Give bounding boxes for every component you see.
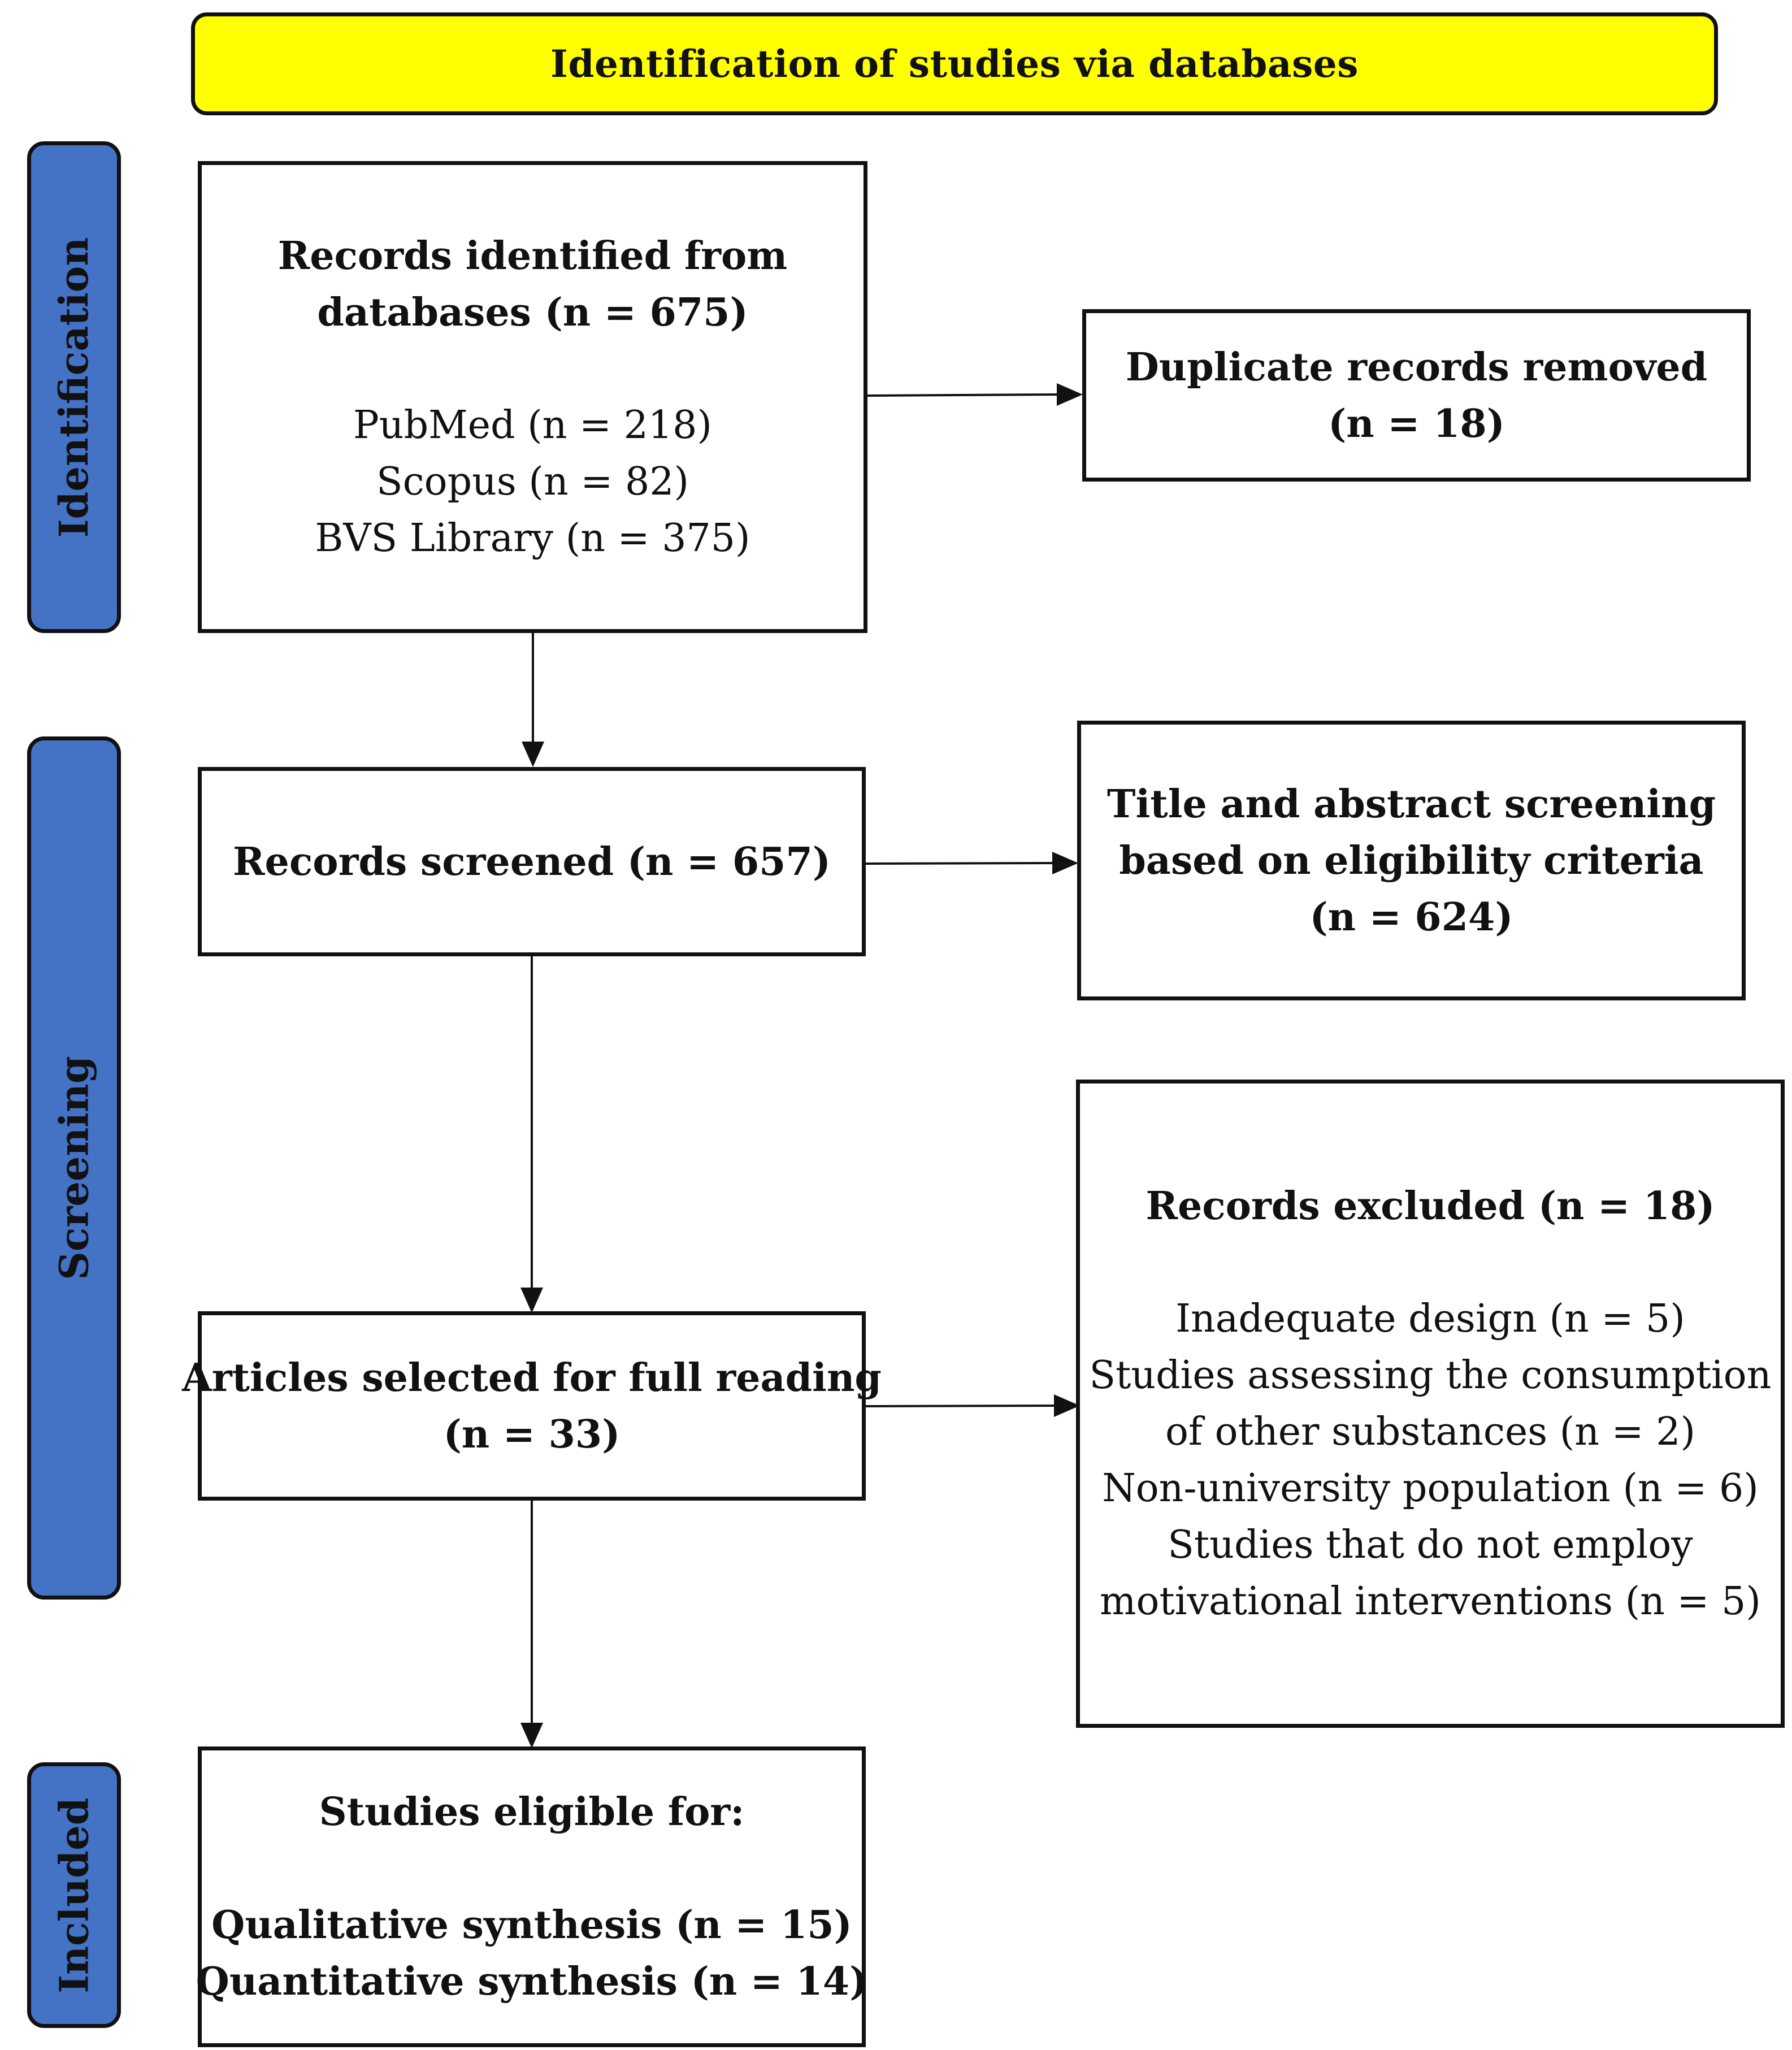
arrowhead-eligible bbox=[520, 1723, 543, 1748]
title-abstract-box: Title and abstract screening based on el… bbox=[1077, 721, 1746, 1000]
arrowhead-excluded bbox=[1054, 1394, 1080, 1417]
arrowhead-duplicates bbox=[1057, 383, 1083, 406]
phase-included-label: Included bbox=[50, 1797, 98, 1993]
source-bvs: BVS Library (n = 375) bbox=[315, 515, 750, 561]
studies-eligible-box: Studies eligible for: Qualitative synthe… bbox=[196, 1746, 868, 2047]
excluded-reason-4: Non-university population (n = 6) bbox=[1102, 1466, 1759, 1511]
records-screened-box: Records screened (n = 657) bbox=[198, 767, 866, 956]
excluded-reason-5: Studies that do not employ bbox=[1168, 1522, 1693, 1567]
header-title: Identification of studies via databases bbox=[550, 42, 1359, 86]
title-abstract-line-3: (n = 624) bbox=[1309, 894, 1513, 940]
duplicates-removed-line-1: Duplicate records removed bbox=[1125, 344, 1708, 390]
arrow-to-duplicates bbox=[866, 393, 1057, 397]
full-reading-line-1: Articles selected for full reading bbox=[182, 1355, 882, 1401]
studies-eligible-title: Studies eligible for: bbox=[319, 1789, 745, 1835]
records-screened-title: Records screened (n = 657) bbox=[233, 839, 831, 885]
phase-included: Included bbox=[27, 1762, 121, 2028]
phase-identification: Identification bbox=[27, 141, 121, 633]
arrowhead-title-abstract bbox=[1052, 852, 1078, 874]
phase-screening-label: Screening bbox=[50, 1056, 98, 1280]
duplicates-removed-line-2: (n = 18) bbox=[1328, 401, 1505, 447]
arrowhead-full-reading bbox=[520, 1288, 543, 1313]
full-reading-box: Articles selected for full reading (n = … bbox=[182, 1311, 882, 1501]
quantitative-synthesis: Quantitative synthesis (n = 14) bbox=[196, 1959, 868, 2004]
records-excluded-title: Records excluded (n = 18) bbox=[1146, 1183, 1715, 1229]
title-abstract-line-1: Title and abstract screening bbox=[1107, 781, 1716, 827]
excluded-reason-2: Studies assessing the consumption bbox=[1089, 1353, 1772, 1398]
records-identified-box: Records identified from databases (n = 6… bbox=[198, 161, 867, 633]
phase-screening: Screening bbox=[27, 736, 121, 1600]
records-identified-title-1: Records identified from bbox=[277, 233, 788, 279]
arrow-to-title-abstract bbox=[864, 862, 1053, 865]
excluded-reason-1: Inadequate design (n = 5) bbox=[1175, 1296, 1685, 1341]
full-reading-line-2: (n = 33) bbox=[443, 1411, 621, 1457]
arrowhead-screened bbox=[522, 742, 544, 767]
header-banner: Identification of studies via databases bbox=[191, 12, 1718, 115]
records-excluded-box: Records excluded (n = 18) Inadequate des… bbox=[1076, 1080, 1785, 1728]
records-identified-title-2: databases (n = 675) bbox=[317, 289, 748, 335]
excluded-reason-6: motivational interventions (n = 5) bbox=[1100, 1579, 1761, 1624]
title-abstract-line-2: based on eligibility criteria bbox=[1119, 838, 1704, 883]
source-pubmed: PubMed (n = 218) bbox=[353, 402, 712, 448]
duplicates-removed-box: Duplicate records removed (n = 18) bbox=[1082, 309, 1751, 482]
excluded-reason-3: of other substances (n = 2) bbox=[1165, 1409, 1696, 1454]
phase-identification-label: Identification bbox=[50, 237, 98, 538]
source-scopus: Scopus (n = 82) bbox=[376, 459, 689, 504]
qualitative-synthesis: Qualitative synthesis (n = 15) bbox=[211, 1902, 852, 1948]
